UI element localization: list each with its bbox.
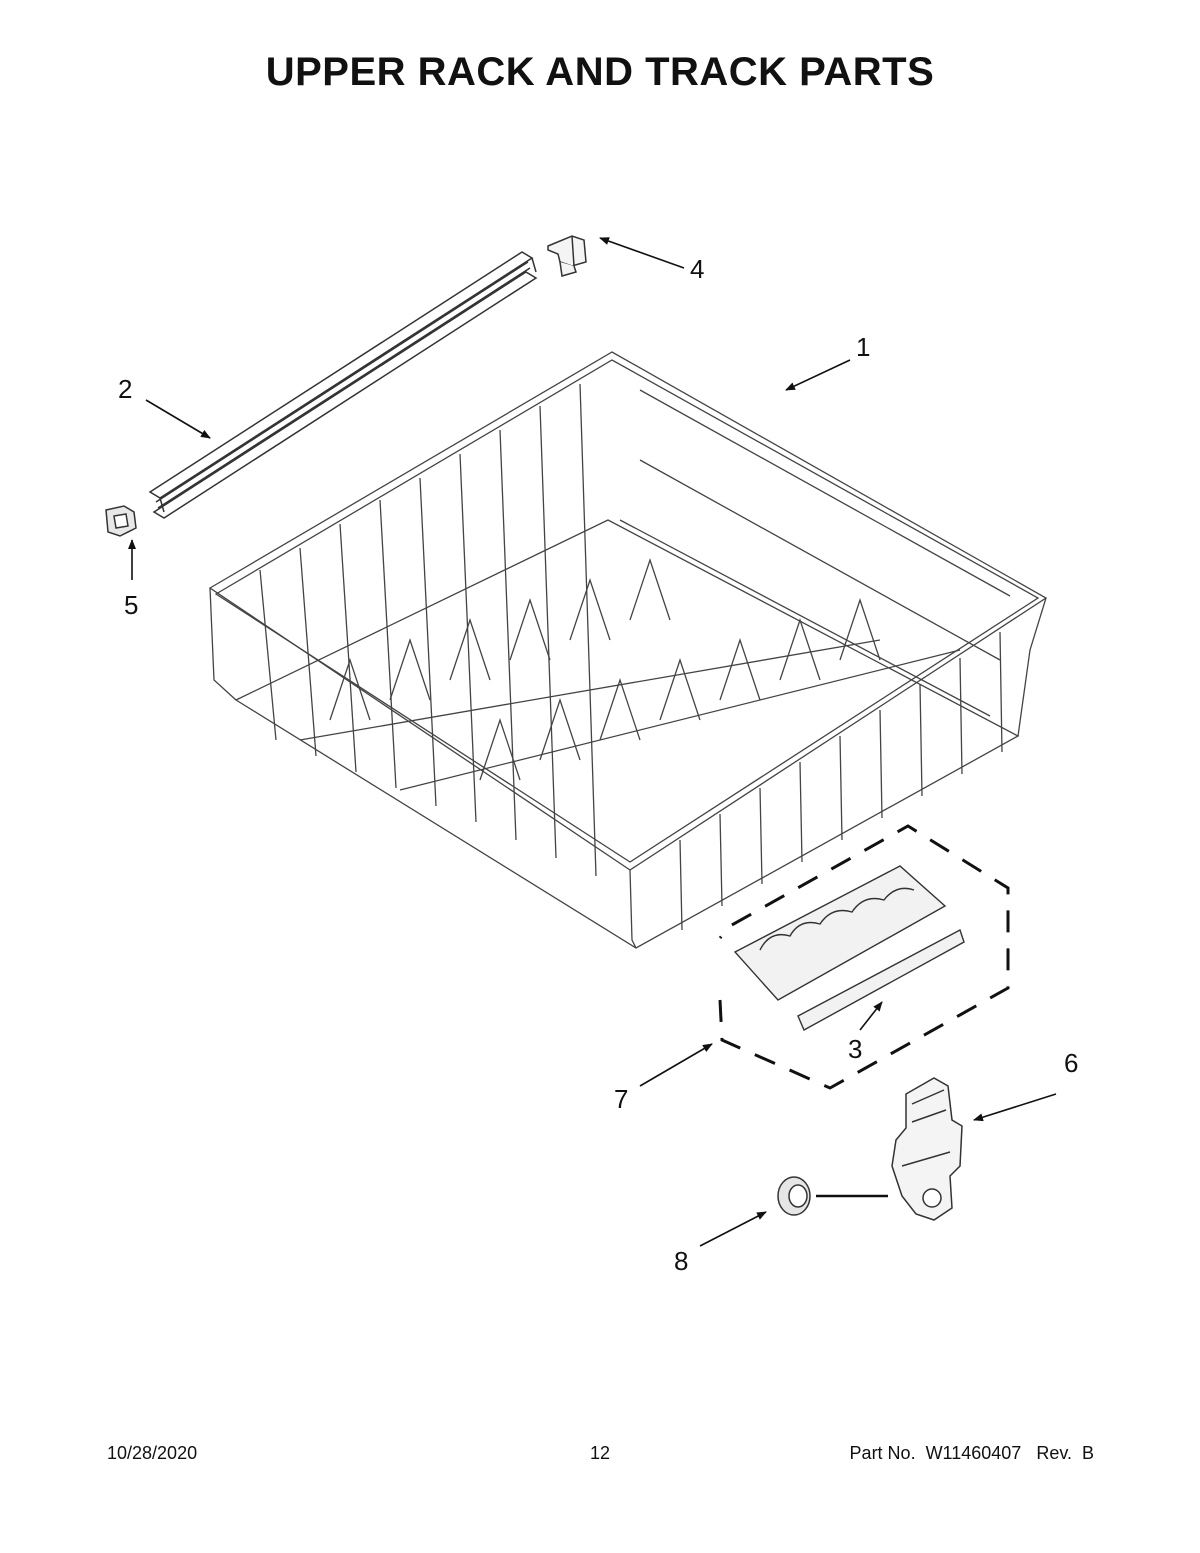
track-rail <box>148 251 538 519</box>
callout-8: 8 <box>674 1246 688 1276</box>
callout-3: 3 <box>848 1034 862 1064</box>
track-stop <box>547 235 587 277</box>
footer-part-number: Part No. W11460407 Rev. B <box>849 1443 1094 1463</box>
callout-2: 2 <box>118 374 132 404</box>
callout-4: 4 <box>690 254 704 284</box>
upper-rack <box>208 351 1048 949</box>
footer-date: 10/28/2020 <box>107 1443 198 1463</box>
callout-6: 6 <box>1064 1048 1078 1078</box>
callout-1: 1 <box>856 332 870 362</box>
tine-row <box>733 865 965 1031</box>
page-title: UPPER RACK AND TRACK PARTS <box>265 50 935 94</box>
leader-lines <box>128 237 1057 1247</box>
callout-5: 5 <box>124 590 138 620</box>
assembly-group-outline <box>718 824 1010 1090</box>
rack-adjuster <box>891 1077 963 1221</box>
end-cap <box>105 505 137 537</box>
callout-7: 7 <box>614 1084 628 1114</box>
footer-page-number: 12 <box>589 1443 611 1463</box>
wheel <box>777 1176 888 1216</box>
